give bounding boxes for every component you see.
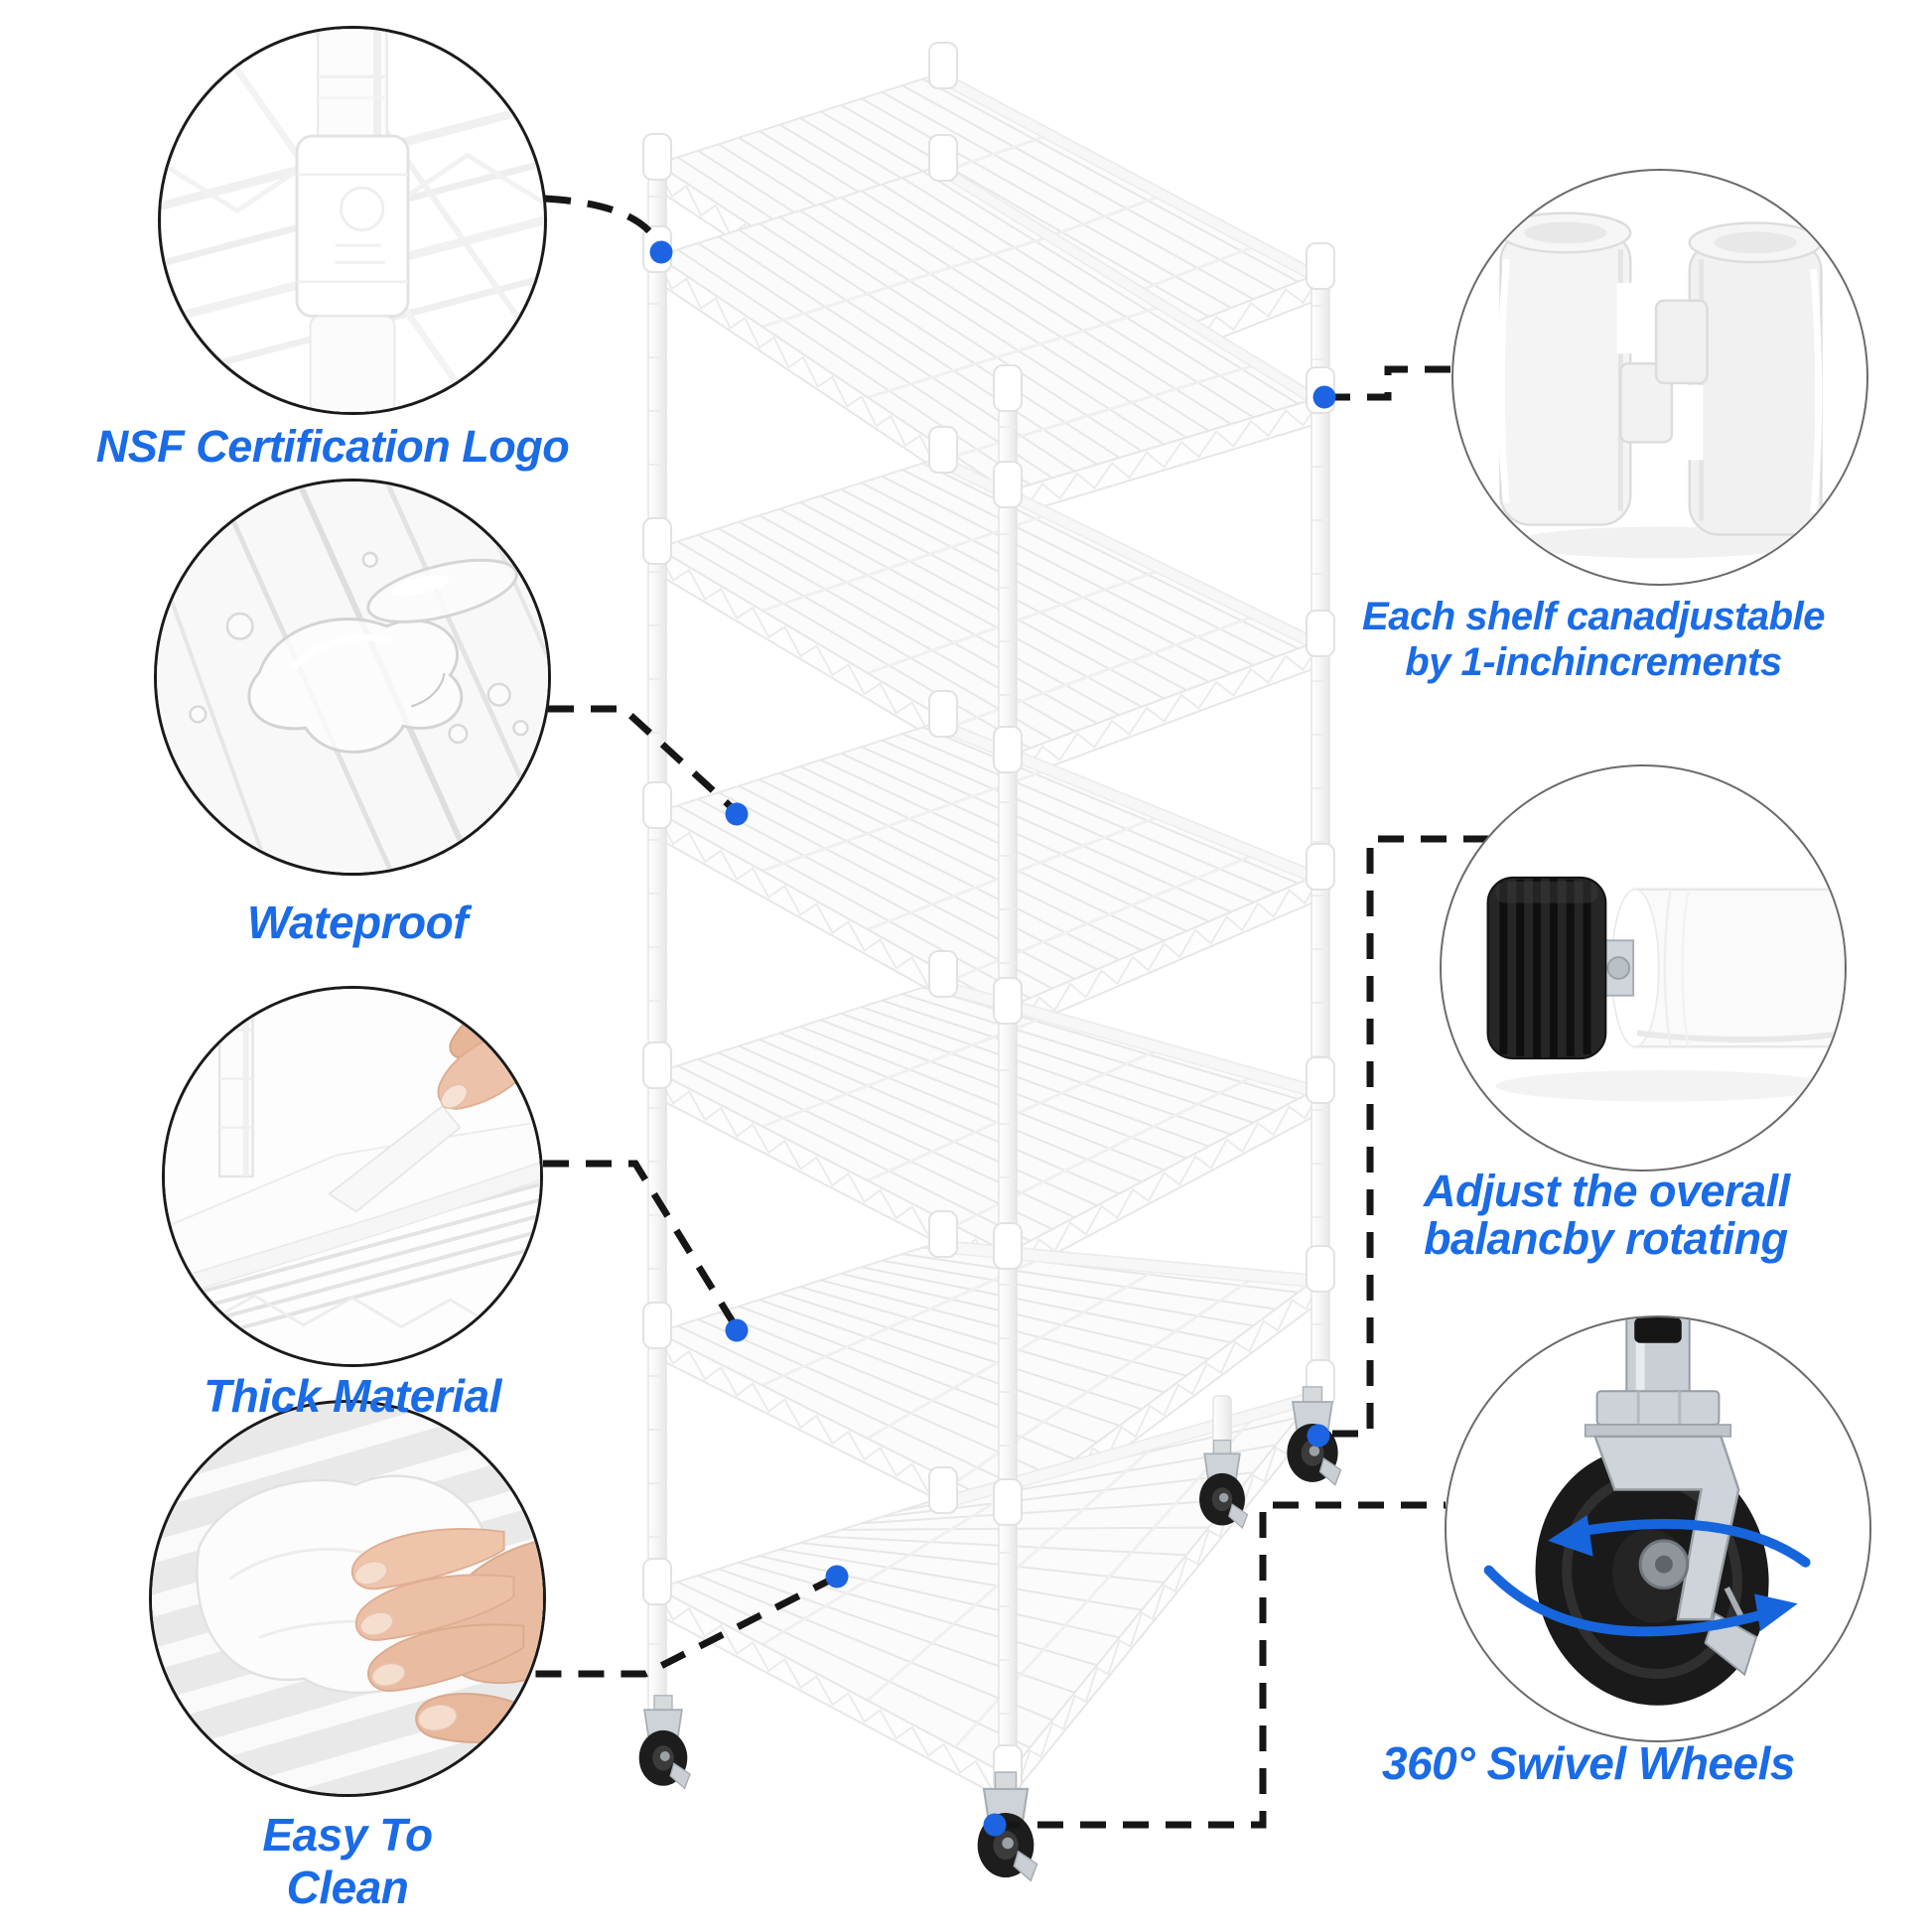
caster-stem <box>1584 1317 1732 1438</box>
knurled-knob <box>1486 876 1607 1060</box>
wiping-hand-illustration <box>152 1403 543 1794</box>
thick-material-label-text: Thick Material <box>204 1370 501 1422</box>
caster-wheels <box>638 1386 1342 1882</box>
pole-with-sleeve <box>295 29 410 412</box>
swivel-wheels-label-text: 360° Swivel Wheels <box>1382 1737 1795 1789</box>
nsf-detail-photo <box>158 26 547 415</box>
connection-dots <box>649 240 1336 1837</box>
leveling-foot-detail-photo <box>1440 764 1847 1172</box>
leveling-foot-illustration <box>1486 876 1845 1102</box>
caster-wheel <box>638 1695 691 1790</box>
nsf-label: NSF Certification Logo <box>55 421 611 472</box>
rotation-arrows <box>1483 1515 1811 1637</box>
adjustable-label: Each shelf canadjustable by 1-inchincrem… <box>1311 594 1876 685</box>
nsf-label-text: NSF Certification Logo <box>95 421 570 472</box>
shelf-liner-sheet <box>165 1104 540 1301</box>
swivel-wheel-detail-photo <box>1445 1315 1871 1742</box>
balance-label-line2: balancby rotating <box>1424 1213 1788 1264</box>
water-drops-illustration <box>157 482 548 873</box>
easy-clean-label: Easy To Clean <box>74 1809 621 1914</box>
waterproof-label: Wateproof <box>79 897 635 948</box>
shelf-tier <box>654 719 1323 1035</box>
shelf-tier <box>654 455 1323 784</box>
waterproof-detail-photo <box>154 479 551 876</box>
shelf-tier <box>654 979 1323 1281</box>
waterproof-label-text: Wateproof <box>246 897 469 948</box>
pole-connector-closeup-illustration <box>161 29 544 412</box>
easy-clean-detail-photo <box>149 1400 546 1797</box>
left-sleeve-half <box>1497 211 1674 526</box>
easy-clean-label-line1: Easy To <box>262 1809 433 1861</box>
right-sleeve-half <box>1654 221 1823 536</box>
shelf-tier <box>654 163 1323 519</box>
shelf-tiers <box>654 70 1323 1803</box>
pole-horizontal <box>1610 888 1845 1048</box>
shelf-tier <box>654 1239 1323 1537</box>
thick-material-label: Thick Material <box>74 1370 630 1422</box>
washer-bolt <box>1602 939 1635 997</box>
thick-material-detail-photo <box>162 986 543 1367</box>
balance-label: Adjust the overall balancby rotating <box>1424 1168 1920 1263</box>
callout-connectors <box>533 195 1489 1829</box>
balance-label-line1: Adjust the overall <box>1424 1166 1790 1216</box>
split-sleeve-clips-illustration <box>1497 211 1823 559</box>
sleeve-clips-detail-photo <box>1451 169 1868 586</box>
easy-clean-label-line2: Clean <box>286 1862 409 1913</box>
swivel-wheels-label: 360° Swivel Wheels <box>1301 1737 1876 1789</box>
adjustable-label-line2: by 1-inchincrements <box>1405 640 1782 684</box>
adjustable-label-line1: Each shelf canadjustable <box>1362 595 1825 638</box>
liner-lift-illustration <box>165 989 540 1364</box>
caster-wheel-illustration <box>1483 1317 1811 1706</box>
shelf-collars <box>642 42 1335 1792</box>
caster-wheel <box>1199 1440 1249 1530</box>
water-drops <box>189 551 529 754</box>
